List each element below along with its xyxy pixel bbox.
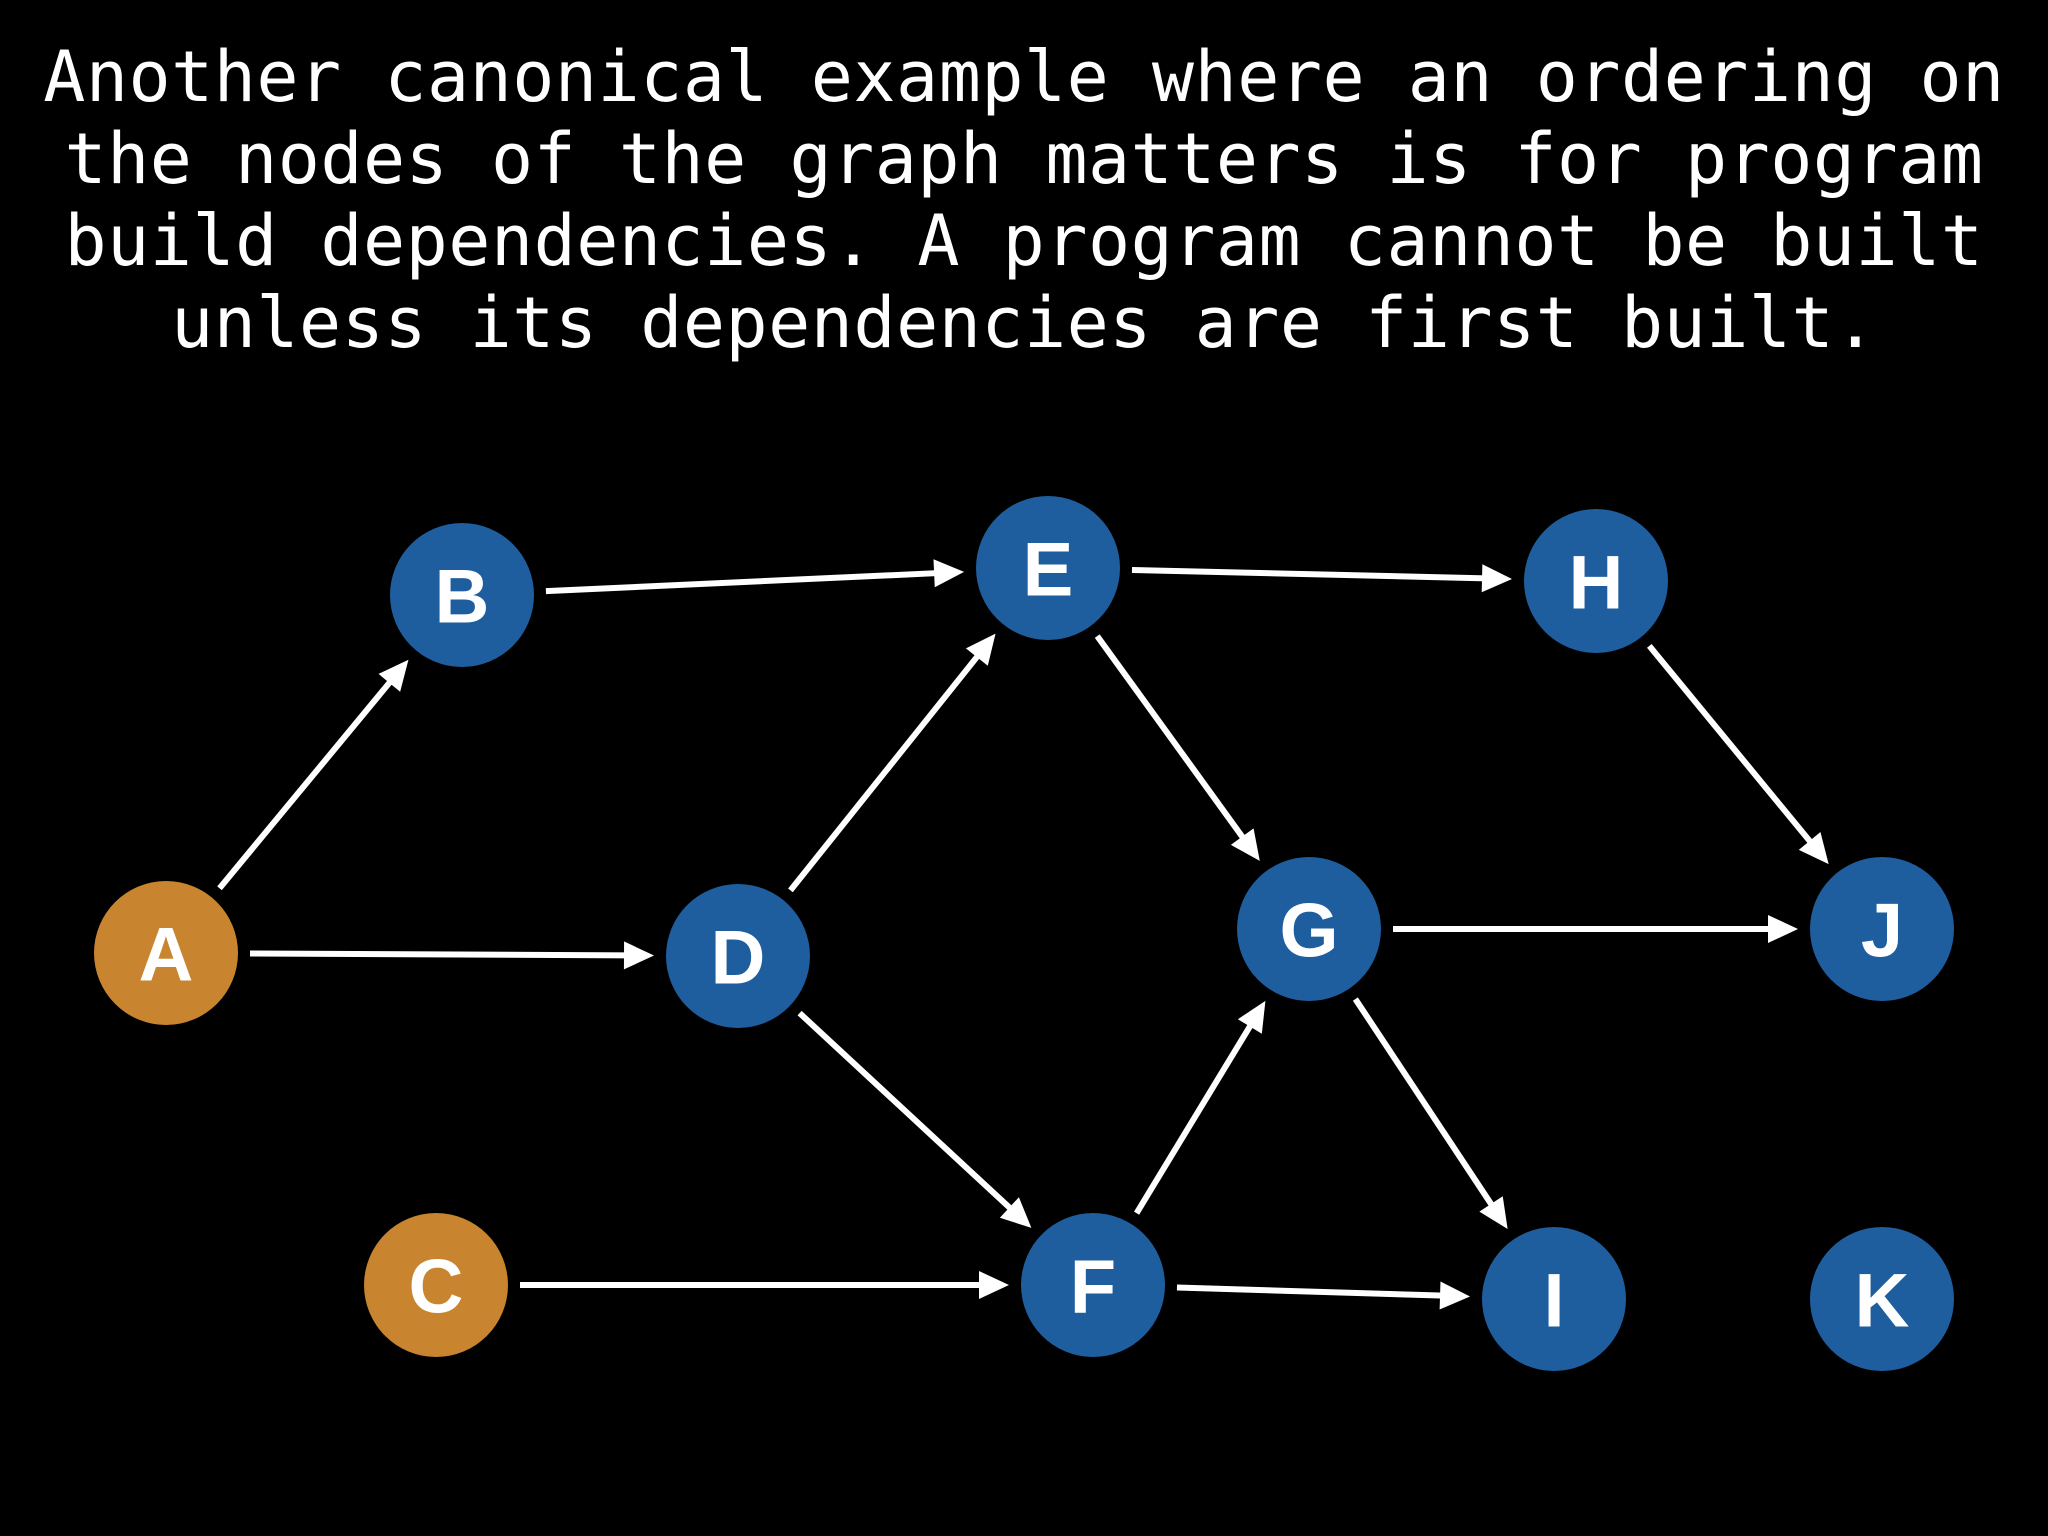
edge-line bbox=[217, 677, 395, 891]
edge-line bbox=[788, 652, 982, 893]
node-circle bbox=[364, 1213, 508, 1357]
arrowhead-icon bbox=[1479, 1196, 1508, 1229]
node-circle bbox=[666, 884, 810, 1028]
node-circle bbox=[94, 881, 238, 1025]
node-label: D bbox=[711, 916, 766, 1001]
edge-e-g bbox=[1094, 634, 1260, 861]
edge-line bbox=[797, 1010, 1015, 1213]
arrowhead-icon bbox=[933, 559, 965, 588]
edge-line bbox=[1094, 634, 1247, 842]
node-circle bbox=[390, 523, 534, 667]
node-label: B bbox=[435, 555, 490, 640]
edges-layer bbox=[217, 559, 1829, 1310]
edge-line bbox=[1176, 1284, 1445, 1299]
edge-e-h bbox=[1131, 564, 1513, 593]
node-circle bbox=[1021, 1213, 1165, 1357]
node-g: G bbox=[1237, 857, 1381, 1001]
node-label: K bbox=[1855, 1259, 1910, 1344]
arrowhead-icon bbox=[1439, 1281, 1471, 1310]
node-i: I bbox=[1482, 1227, 1626, 1371]
edge-f-g bbox=[1134, 1000, 1266, 1215]
node-k: K bbox=[1810, 1227, 1954, 1371]
node-circle bbox=[1810, 857, 1954, 1001]
edge-line bbox=[1134, 1021, 1255, 1215]
node-label: E bbox=[1023, 528, 1074, 613]
node-d: D bbox=[666, 884, 810, 1028]
edge-d-e bbox=[788, 633, 996, 893]
edge-a-b bbox=[217, 659, 409, 891]
arrowhead-icon bbox=[1768, 915, 1798, 943]
node-e: E bbox=[976, 496, 1120, 640]
edge-line bbox=[1647, 643, 1815, 846]
node-circle bbox=[1482, 1227, 1626, 1371]
edge-line bbox=[1352, 997, 1496, 1209]
arrowhead-icon bbox=[979, 1271, 1009, 1299]
arrowhead-icon bbox=[1481, 564, 1513, 593]
edge-g-j bbox=[1393, 915, 1798, 943]
edge-a-d bbox=[249, 941, 655, 970]
edge-b-e bbox=[545, 559, 965, 595]
node-circle bbox=[976, 496, 1120, 640]
node-c: C bbox=[364, 1213, 508, 1357]
arrowhead-icon bbox=[1230, 828, 1260, 861]
node-b: B bbox=[390, 523, 534, 667]
node-circle bbox=[1524, 509, 1668, 653]
node-label: H bbox=[1569, 541, 1624, 626]
node-circle bbox=[1810, 1227, 1954, 1371]
edge-h-j bbox=[1647, 643, 1829, 865]
slide-caption: Another canonical example where an order… bbox=[43, 36, 2005, 364]
node-label: J bbox=[1861, 889, 1903, 974]
arrowhead-icon bbox=[623, 941, 655, 970]
edge-g-i bbox=[1352, 997, 1508, 1229]
node-h: H bbox=[1524, 509, 1668, 653]
edge-line bbox=[249, 950, 629, 959]
node-a: A bbox=[94, 881, 238, 1025]
arrowhead-icon bbox=[965, 633, 996, 666]
node-f: F bbox=[1021, 1213, 1165, 1357]
edge-f-i bbox=[1176, 1281, 1471, 1310]
edge-c-f bbox=[520, 1271, 1009, 1299]
node-circle bbox=[1237, 857, 1381, 1001]
node-label: A bbox=[139, 913, 194, 998]
node-label: I bbox=[1543, 1259, 1564, 1344]
arrowhead-icon bbox=[1798, 832, 1829, 865]
node-label: G bbox=[1279, 889, 1338, 974]
node-label: F bbox=[1070, 1245, 1116, 1330]
edge-line bbox=[1131, 566, 1487, 582]
nodes-layer: A B C D E F G H I J K bbox=[94, 496, 1954, 1371]
edge-line bbox=[545, 570, 939, 595]
edge-d-f bbox=[797, 1010, 1032, 1228]
arrowhead-icon bbox=[1237, 1000, 1266, 1034]
arrowhead-icon bbox=[999, 1197, 1032, 1228]
node-j: J bbox=[1810, 857, 1954, 1001]
node-label: C bbox=[409, 1245, 464, 1330]
arrowhead-icon bbox=[378, 659, 409, 692]
